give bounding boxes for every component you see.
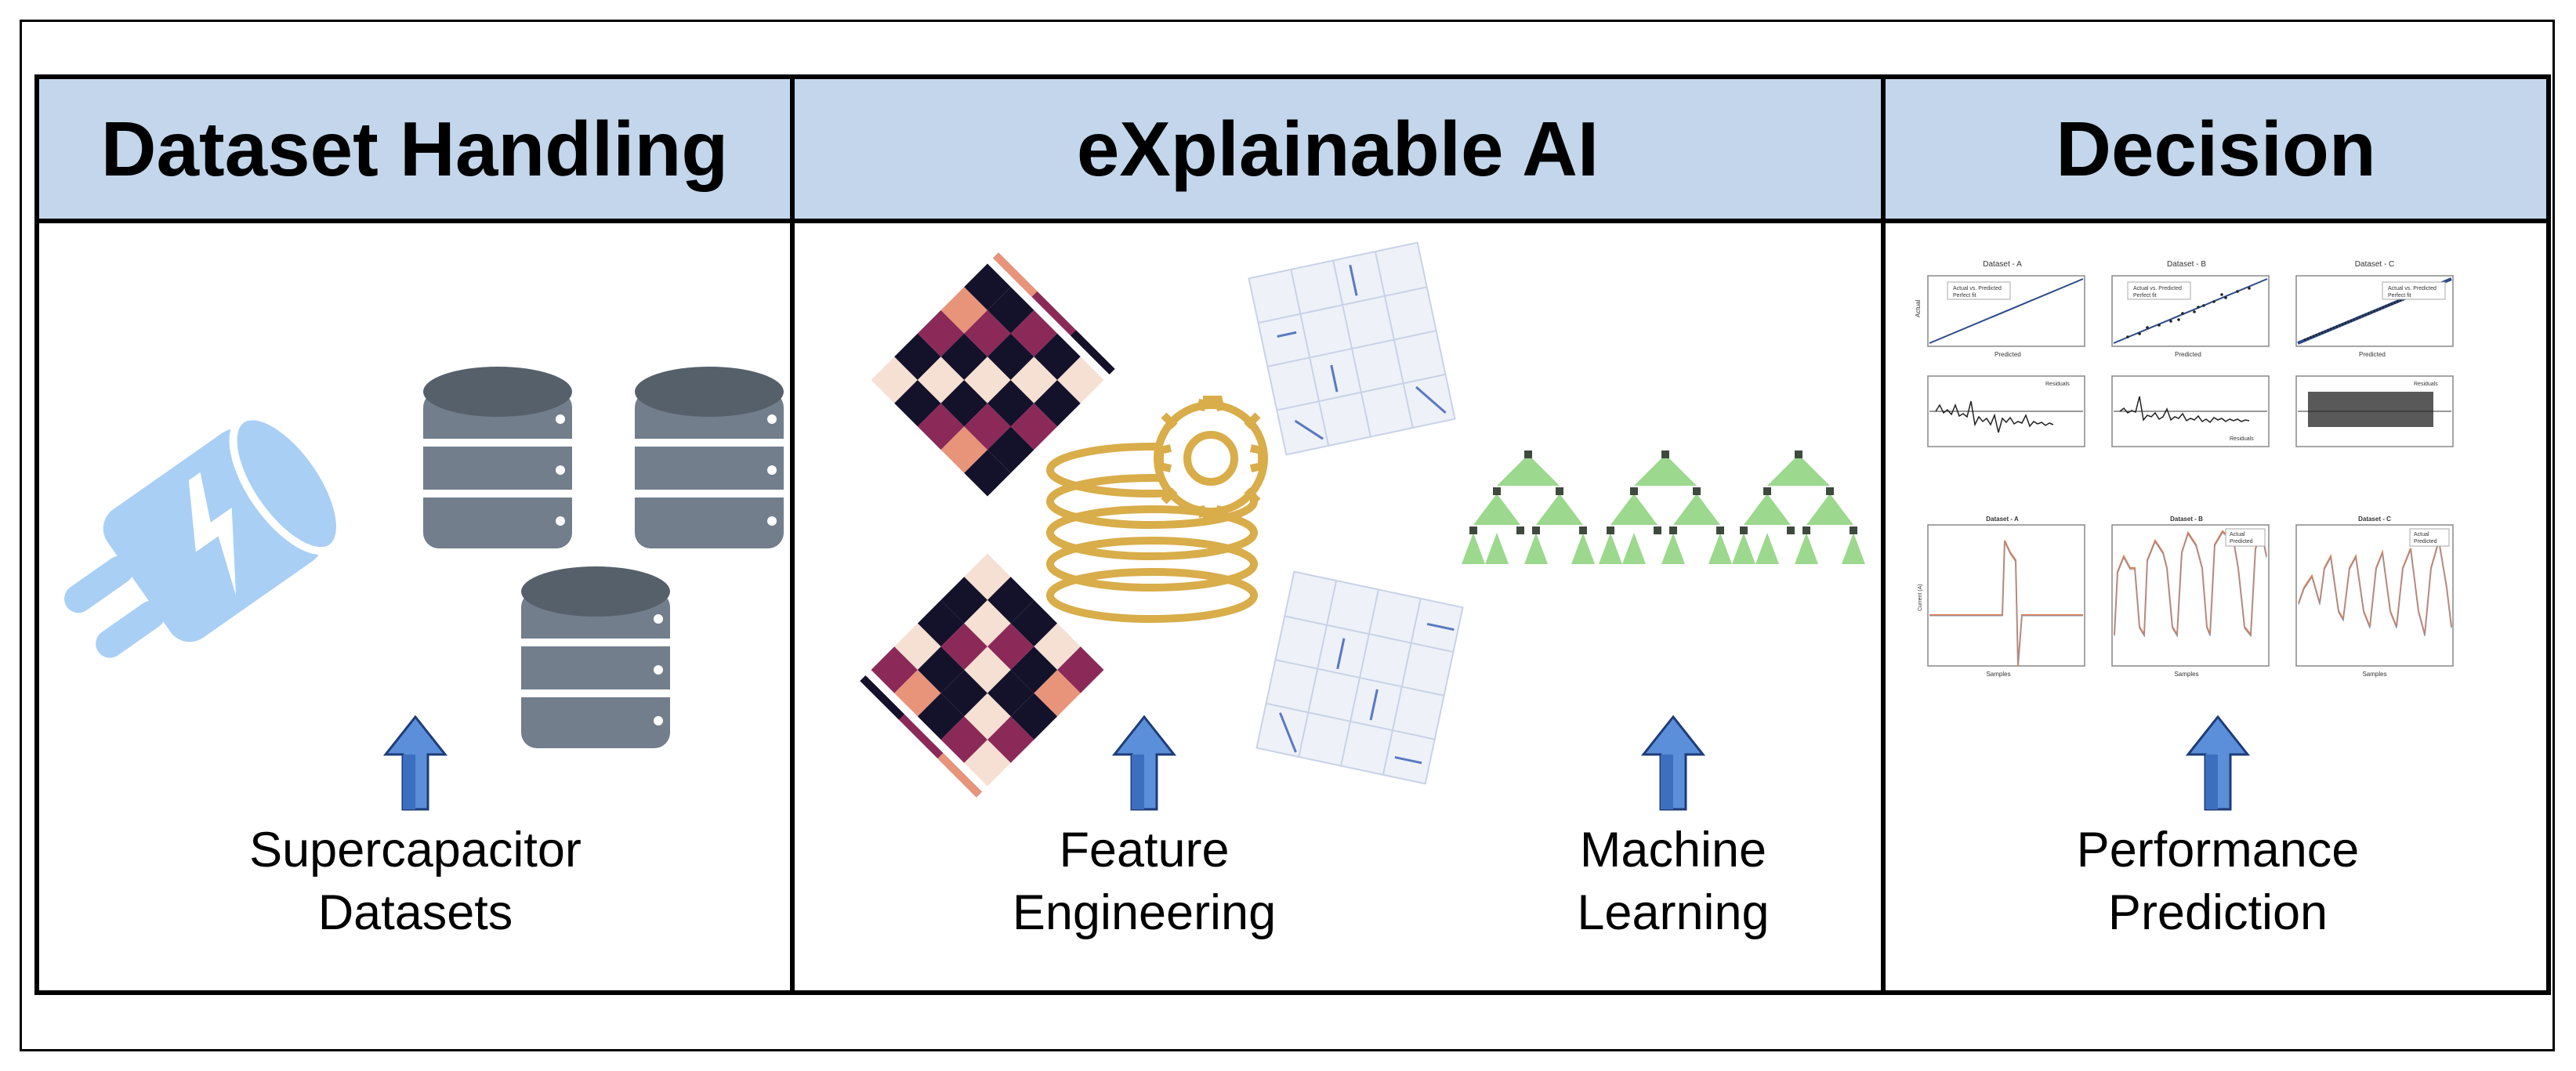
svg-text:Samples: Samples (1986, 671, 2010, 678)
svg-text:Dataset - A: Dataset - A (1986, 516, 2019, 523)
svg-text:Predicted: Predicted (2359, 351, 2386, 358)
arrow-up-icon (1111, 715, 1177, 811)
svg-text:Predicted: Predicted (2175, 351, 2201, 358)
performance-thumbnails: Dataset - A Dataset - B Dataset - C Actu… (1915, 260, 2454, 678)
thumb-residuals-c: Residuals (2295, 375, 2454, 447)
outer-frame (20, 20, 2555, 1051)
database-icon (635, 367, 784, 548)
thumb-scatter-c: Actual vs. Predicted Perfect fit Predict… (2295, 275, 2454, 358)
arrow-up-icon (1640, 715, 1706, 811)
panel-title-xai: eXplainable AI (1076, 105, 1600, 192)
svg-text:Residuals: Residuals (2230, 436, 2254, 442)
svg-text:Samples: Samples (2362, 671, 2386, 678)
panel-header-dataset: Dataset Handling (39, 79, 790, 223)
svg-text:Samples: Samples (2174, 671, 2198, 678)
thumb-residuals-b: Residuals (2111, 375, 2270, 447)
svg-text:Actual vs. Predicted: Actual vs. Predicted (1953, 286, 2002, 291)
pairplot-icon (1255, 570, 1464, 785)
caption-supercapacitor-datasets: Supercapacitor Datasets (180, 819, 650, 944)
thumb-title-a: Dataset - A (1983, 260, 2022, 269)
caption-line: Performance (2076, 823, 2360, 877)
svg-text:Predicted: Predicted (1994, 351, 2021, 358)
caption-performance-prediction: Performance Prediction (1983, 819, 2453, 944)
thumb-title-c: Dataset - C (2355, 260, 2395, 269)
thumb-scatter-b: Actual vs. Predicted Perfect fit Predict… (2111, 275, 2270, 358)
svg-text:Predicted: Predicted (2230, 539, 2253, 545)
panel-title-decision: Decision (2056, 105, 2376, 192)
heatmap-icon (860, 553, 1104, 798)
svg-text:Actual: Actual (1915, 300, 1922, 317)
panel-title-dataset: Dataset Handling (100, 105, 729, 192)
svg-text:Perfect fit: Perfect fit (2388, 293, 2411, 299)
arrow-up-icon (382, 715, 448, 811)
thumb-series-a: Dataset - A Samples Current (A) (1918, 516, 2085, 678)
arrow-up-icon (2185, 715, 2251, 811)
svg-text:Perfect fit: Perfect fit (2133, 293, 2157, 299)
thumb-series-b: Dataset - B Actual Predicted Samples (2111, 516, 2270, 678)
caption-machine-learning: Machine Learning (1438, 819, 1908, 944)
caption-line: Machine (1579, 823, 1767, 877)
thumb-title-b: Dataset - B (2167, 260, 2206, 269)
svg-text:Residuals: Residuals (2414, 382, 2438, 387)
decision-tree-icon (1462, 450, 1865, 564)
thumb-residuals-a: Residuals (1927, 375, 2085, 447)
svg-text:Actual vs. Predicted: Actual vs. Predicted (2133, 286, 2182, 291)
svg-text:Actual: Actual (2230, 532, 2245, 537)
svg-text:Actual: Actual (2414, 532, 2429, 537)
panel-header-xai: eXplainable AI (795, 79, 1881, 223)
caption-line: Prediction (2107, 885, 2328, 940)
caption-line: Engineering (1012, 885, 1277, 940)
pairplot-icon (1248, 241, 1456, 456)
caption-line: Feature (1059, 823, 1230, 877)
panel-explainable-ai: eXplainable AI (790, 74, 1886, 995)
thumb-series-c: Dataset - C Actual Predicted Samples (2295, 516, 2454, 678)
gear-stack-icon (1046, 396, 1268, 623)
svg-text:Dataset - C: Dataset - C (2358, 516, 2391, 523)
svg-text:Actual vs. Predicted: Actual vs. Predicted (2388, 286, 2437, 291)
caption-line: Supercapacitor (249, 823, 582, 877)
svg-text:Current (A): Current (A) (1918, 584, 1923, 611)
battery-icon (64, 412, 344, 658)
caption-line: Learning (1577, 885, 1770, 940)
thumb-scatter-a: Actual vs. Predicted Perfect fit Predict… (1915, 275, 2085, 358)
svg-text:Perfect fit: Perfect fit (1953, 293, 1976, 299)
database-icon (423, 367, 572, 548)
database-icon (521, 566, 670, 748)
panel-header-decision: Decision (1886, 79, 2546, 223)
caption-line: Datasets (317, 885, 513, 940)
caption-feature-engineering: Feature Engineering (909, 819, 1379, 944)
heatmap-icon (871, 252, 1115, 497)
svg-text:Predicted: Predicted (2414, 539, 2437, 545)
svg-text:Residuals: Residuals (2045, 382, 2070, 387)
svg-text:Dataset - B: Dataset - B (2170, 516, 2203, 523)
